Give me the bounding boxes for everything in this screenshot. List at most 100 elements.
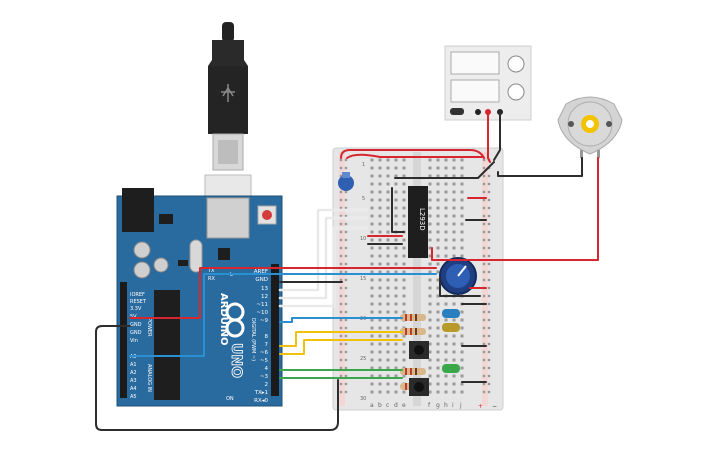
breadboard-hole[interactable] bbox=[386, 358, 390, 362]
breadboard-hole[interactable] bbox=[460, 158, 464, 162]
breadboard-hole[interactable] bbox=[460, 310, 464, 314]
rail-hole[interactable] bbox=[487, 358, 491, 362]
rail-hole[interactable] bbox=[344, 326, 348, 330]
breadboard-hole[interactable] bbox=[452, 230, 456, 234]
rail-hole[interactable] bbox=[344, 358, 348, 362]
usb-cable[interactable] bbox=[204, 22, 252, 220]
breadboard-hole[interactable] bbox=[402, 302, 406, 306]
rail-hole[interactable] bbox=[482, 358, 486, 362]
rail-hole[interactable] bbox=[487, 270, 491, 274]
breadboard-hole[interactable] bbox=[402, 198, 406, 202]
power-switch[interactable] bbox=[450, 108, 464, 115]
breadboard-hole[interactable] bbox=[370, 302, 374, 306]
breadboard-hole[interactable] bbox=[370, 326, 374, 330]
breadboard-hole[interactable] bbox=[402, 158, 406, 162]
breadboard-hole[interactable] bbox=[460, 334, 464, 338]
breadboard-hole[interactable] bbox=[394, 358, 398, 362]
breadboard-hole[interactable] bbox=[394, 342, 398, 346]
breadboard-hole[interactable] bbox=[370, 262, 374, 266]
rail-hole[interactable] bbox=[344, 302, 348, 306]
rail-hole[interactable] bbox=[487, 318, 491, 322]
breadboard-hole[interactable] bbox=[428, 158, 432, 162]
breadboard-hole[interactable] bbox=[436, 214, 440, 218]
breadboard-hole[interactable] bbox=[386, 158, 390, 162]
rail-hole[interactable] bbox=[344, 222, 348, 226]
breadboard-hole[interactable] bbox=[378, 382, 382, 386]
breadboard-hole[interactable] bbox=[460, 198, 464, 202]
breadboard-hole[interactable] bbox=[460, 182, 464, 186]
breadboard-hole[interactable] bbox=[370, 334, 374, 338]
breadboard-hole[interactable] bbox=[394, 246, 398, 250]
dc-motor[interactable] bbox=[557, 96, 623, 158]
rail-hole[interactable] bbox=[344, 390, 348, 394]
rail-hole[interactable] bbox=[482, 262, 486, 266]
breadboard-hole[interactable] bbox=[386, 310, 390, 314]
rail-hole[interactable] bbox=[482, 374, 486, 378]
rail-hole[interactable] bbox=[339, 310, 343, 314]
breadboard-hole[interactable] bbox=[370, 382, 374, 386]
breadboard-hole[interactable] bbox=[386, 270, 390, 274]
breadboard-hole[interactable] bbox=[370, 206, 374, 210]
breadboard-hole[interactable] bbox=[386, 238, 390, 242]
breadboard-hole[interactable] bbox=[386, 302, 390, 306]
breadboard-hole[interactable] bbox=[444, 334, 448, 338]
breadboard-hole[interactable] bbox=[428, 310, 432, 314]
breadboard-hole[interactable] bbox=[460, 350, 464, 354]
breadboard-hole[interactable] bbox=[386, 350, 390, 354]
breadboard-hole[interactable] bbox=[402, 222, 406, 226]
breadboard-hole[interactable] bbox=[402, 286, 406, 290]
rail-hole[interactable] bbox=[487, 278, 491, 282]
breadboard-hole[interactable] bbox=[428, 254, 432, 258]
breadboard-hole[interactable] bbox=[394, 278, 398, 282]
breadboard-hole[interactable] bbox=[460, 254, 464, 258]
rail-hole[interactable] bbox=[339, 166, 343, 170]
breadboard-hole[interactable] bbox=[452, 158, 456, 162]
breadboard-hole[interactable] bbox=[394, 174, 398, 178]
breadboard-hole[interactable] bbox=[428, 198, 432, 202]
rail-hole[interactable] bbox=[482, 366, 486, 370]
rail-hole[interactable] bbox=[482, 278, 486, 282]
breadboard-hole[interactable] bbox=[386, 262, 390, 266]
breadboard-hole[interactable] bbox=[428, 174, 432, 178]
breadboard-hole[interactable] bbox=[428, 302, 432, 306]
breadboard-hole[interactable] bbox=[386, 294, 390, 298]
breadboard-hole[interactable] bbox=[370, 278, 374, 282]
breadboard-hole[interactable] bbox=[394, 190, 398, 194]
breadboard-hole[interactable] bbox=[444, 206, 448, 210]
rail-hole[interactable] bbox=[339, 286, 343, 290]
rail-hole[interactable] bbox=[482, 294, 486, 298]
rail-hole[interactable] bbox=[344, 278, 348, 282]
rail-hole[interactable] bbox=[339, 238, 343, 242]
breadboard-hole[interactable] bbox=[444, 238, 448, 242]
breadboard-hole[interactable] bbox=[386, 366, 390, 370]
breadboard-hole[interactable] bbox=[402, 342, 406, 346]
breadboard-hole[interactable] bbox=[386, 166, 390, 170]
rail-hole[interactable] bbox=[487, 334, 491, 338]
breadboard-hole[interactable] bbox=[370, 350, 374, 354]
breadboard-hole[interactable] bbox=[452, 358, 456, 362]
breadboard-hole[interactable] bbox=[370, 286, 374, 290]
breadboard-hole[interactable] bbox=[370, 318, 374, 322]
breadboard-hole[interactable] bbox=[460, 374, 464, 378]
rail-hole[interactable] bbox=[339, 350, 343, 354]
breadboard-hole[interactable] bbox=[394, 310, 398, 314]
rail-hole[interactable] bbox=[344, 350, 348, 354]
rail-hole[interactable] bbox=[344, 238, 348, 242]
breadboard-hole[interactable] bbox=[370, 174, 374, 178]
breadboard-hole[interactable] bbox=[452, 390, 456, 394]
rail-hole[interactable] bbox=[482, 166, 486, 170]
breadboard-hole[interactable] bbox=[444, 158, 448, 162]
breadboard-hole[interactable] bbox=[386, 222, 390, 226]
l293d-chip[interactable]: L293D bbox=[408, 186, 428, 258]
breadboard-hole[interactable] bbox=[444, 342, 448, 346]
rail-hole[interactable] bbox=[339, 342, 343, 346]
breadboard-hole[interactable] bbox=[402, 214, 406, 218]
breadboard-hole[interactable] bbox=[436, 158, 440, 162]
breadboard-hole[interactable] bbox=[378, 374, 382, 378]
current-knob[interactable] bbox=[507, 83, 525, 101]
breadboard-hole[interactable] bbox=[452, 238, 456, 242]
breadboard-hole[interactable] bbox=[402, 358, 406, 362]
rail-hole[interactable] bbox=[344, 270, 348, 274]
voltage-knob[interactable] bbox=[507, 55, 525, 73]
breadboard-hole[interactable] bbox=[428, 230, 432, 234]
